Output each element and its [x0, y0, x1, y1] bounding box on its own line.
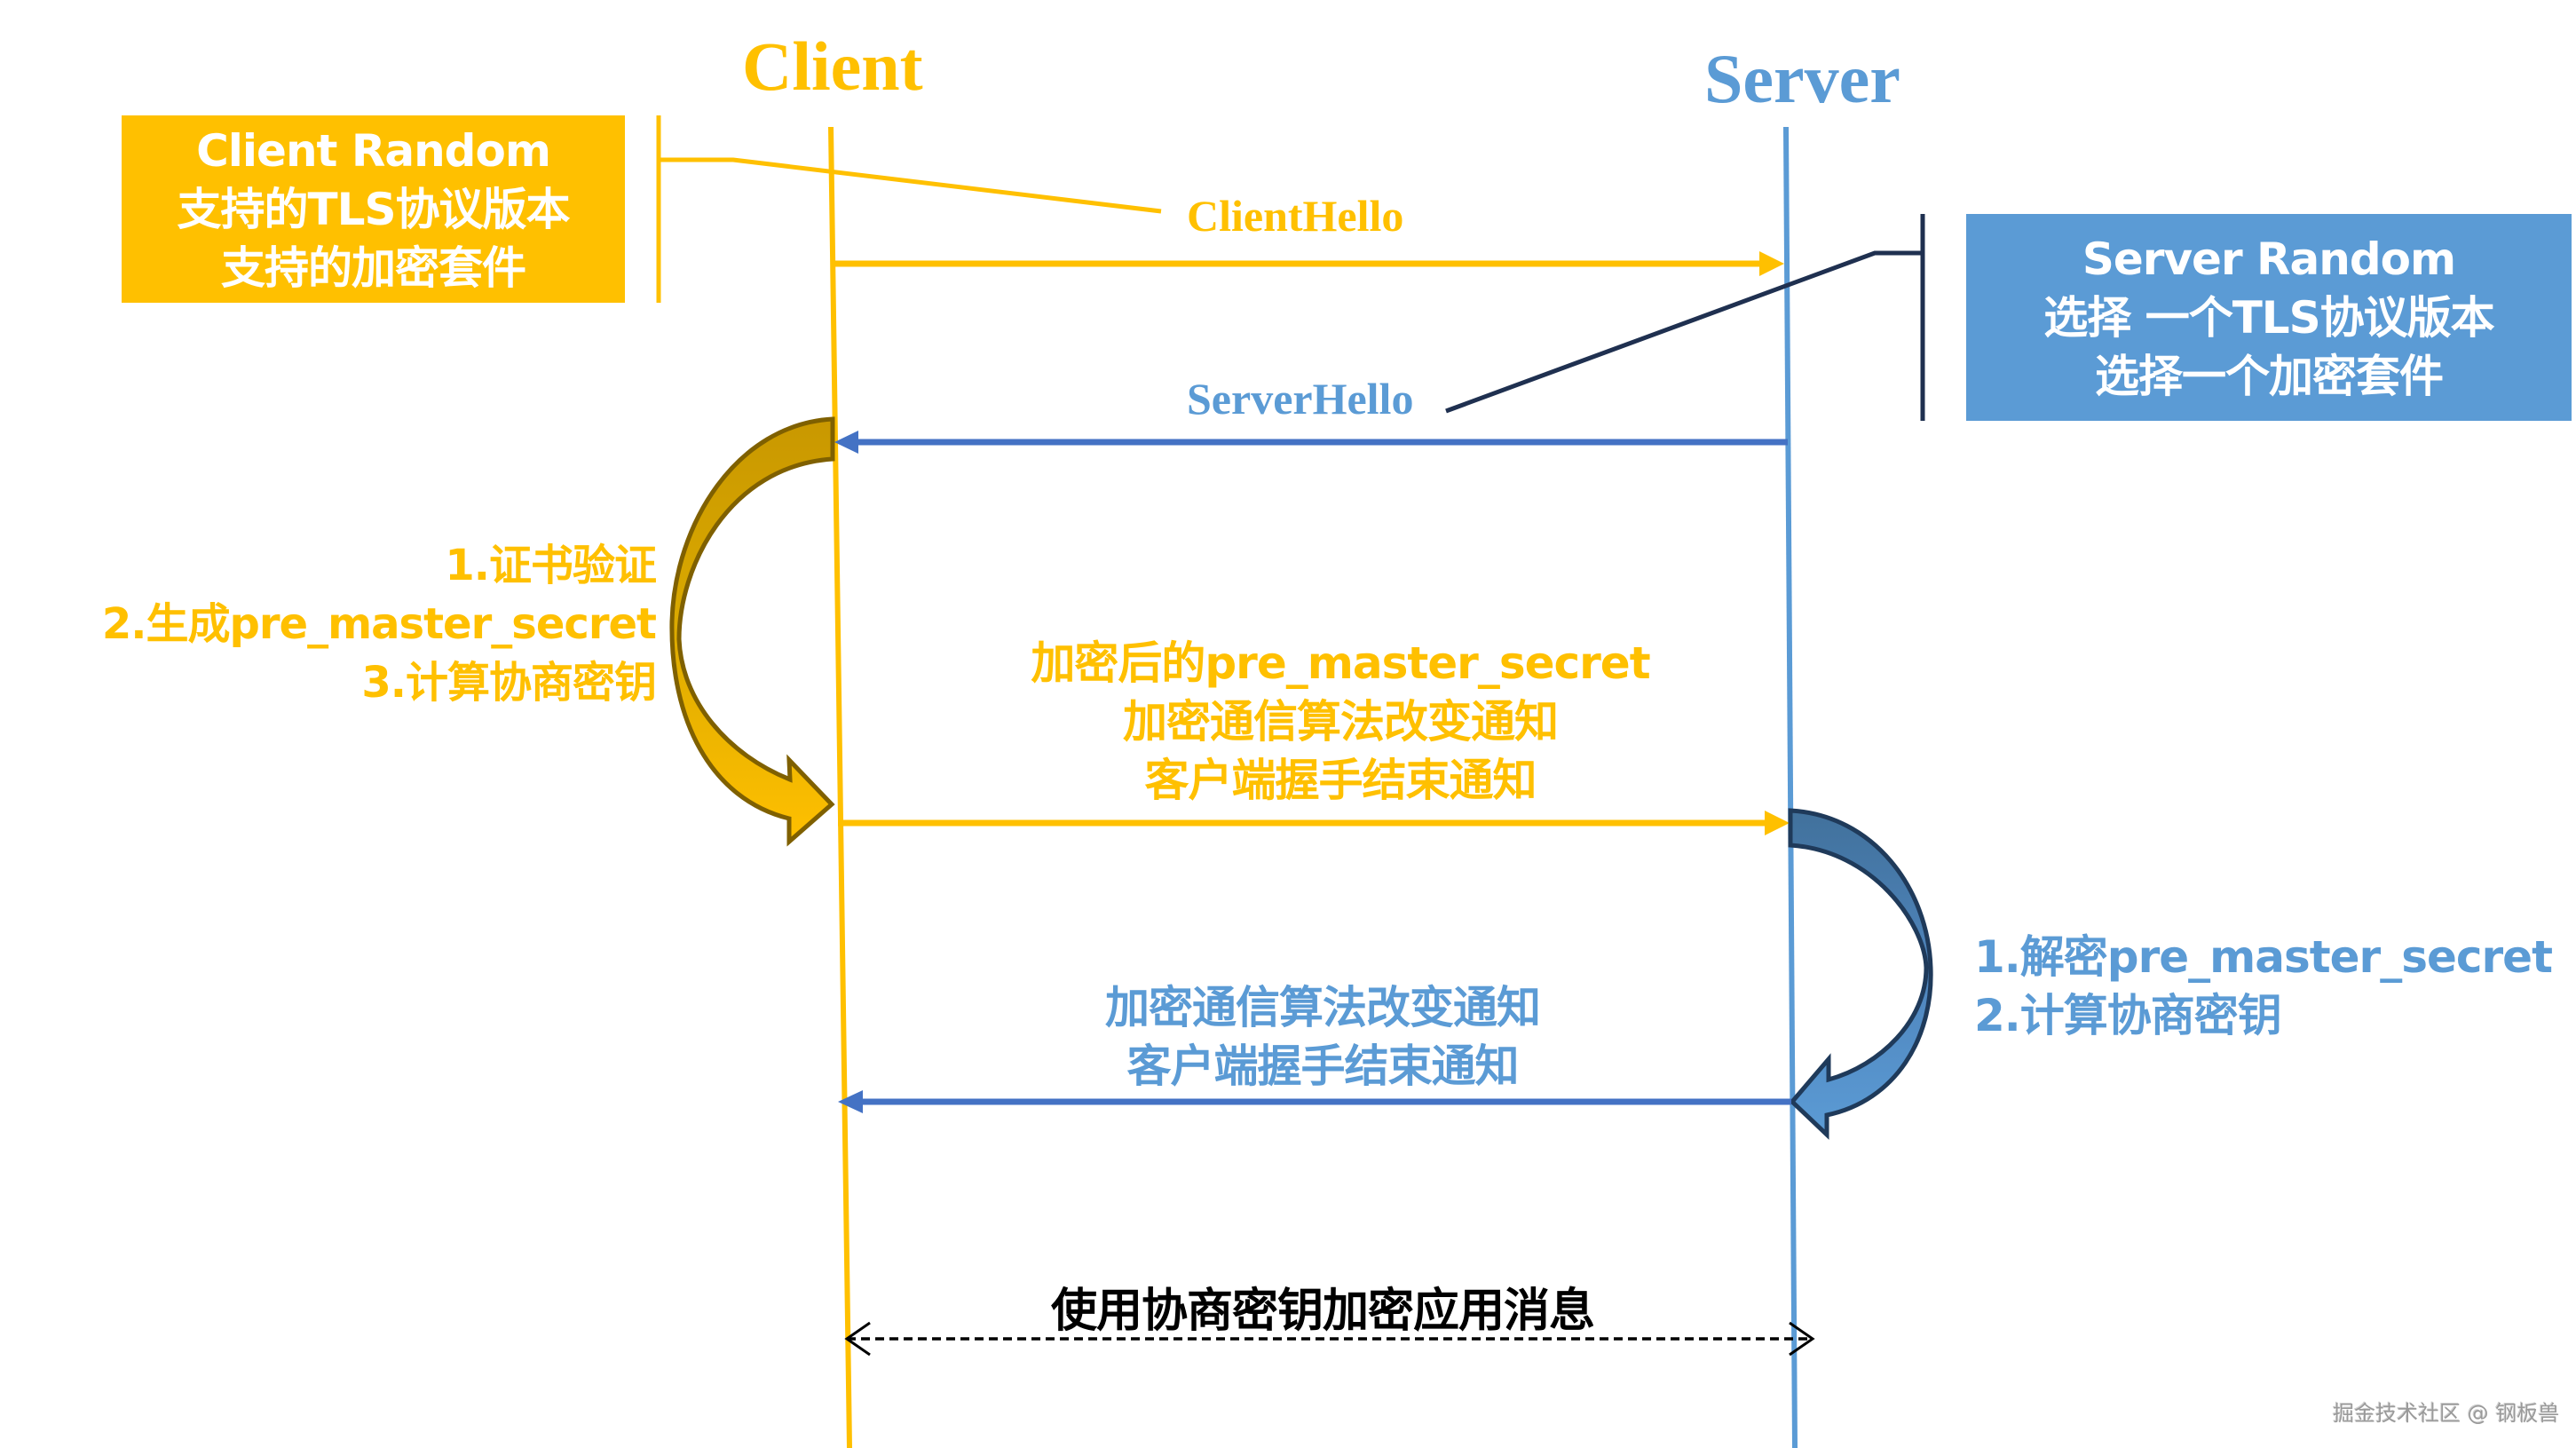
server-finished-line: 加密通信算法改变通知: [1105, 982, 1541, 1033]
client-step: 2.生成pre_master_secret: [101, 599, 657, 649]
client-box-line: 支持的TLS协议版本: [177, 183, 571, 235]
server-box-line: 选择一个加密套件: [2095, 350, 2444, 402]
application-data-arrow: [844, 1321, 1815, 1357]
server-lifeline: [1783, 126, 1798, 1448]
client-hello-arrow: [833, 251, 1784, 276]
client-steps: 1.证书验证 2.生成pre_master_secret 3.计算协商密钥: [101, 536, 657, 712]
client-lifeline: [828, 126, 852, 1448]
client-step: 3.计算协商密钥: [361, 658, 657, 708]
server-step: 1.解密pre_master_secret: [1974, 931, 2553, 983]
pre-master-line: 加密通信算法改变通知: [1123, 696, 1559, 748]
client-box-line: Client Random: [196, 124, 551, 177]
server-title: Server: [1704, 40, 1900, 117]
client-step: 1.证书验证: [445, 541, 657, 590]
client-title: Client: [742, 28, 923, 105]
client-process-curve-arrow: [669, 416, 835, 847]
server-finished-arrow: [838, 1090, 1791, 1113]
server-callout-leader: [1445, 250, 1923, 414]
server-random-box: Server Random 选择 一个TLS协议版本 选择一个加密套件: [1966, 214, 2572, 421]
server-finished-line: 客户端握手结束通知: [1126, 1041, 1520, 1092]
watermark: 掘金技术社区 @ 钢板兽: [2333, 1401, 2560, 1426]
client-box-line: 支持的加密套件: [221, 241, 526, 294]
pre-master-label: 加密后的pre_master_secret 加密通信算法改变通知 客户端握手结束…: [950, 634, 1731, 810]
server-box-line: Server Random: [2082, 233, 2456, 285]
client-random-box: Client Random 支持的TLS协议版本 支持的加密套件: [122, 115, 625, 303]
server-hello-label: ServerHello: [1187, 374, 1414, 423]
server-finished-label: 加密通信算法改变通知 客户端握手结束通知: [932, 978, 1713, 1096]
pre-master-line: 加密后的pre_master_secret: [1031, 637, 1650, 689]
server-process-curve-arrow: [1788, 808, 1933, 1140]
application-message-label: 使用协商密钥加密应用消息: [1050, 1285, 1595, 1338]
pre-master-arrow: [838, 811, 1790, 835]
server-box-line: 选择 一个TLS协议版本: [2043, 291, 2494, 344]
pre-master-line: 客户端握手结束通知: [1144, 755, 1537, 806]
client-callout-leader: [659, 157, 1162, 214]
server-steps: 1.解密pre_master_secret 2.计算协商密钥: [1974, 928, 2553, 1045]
server-step: 2.计算协商密钥: [1974, 990, 2282, 1041]
client-hello-label: ClientHello: [1187, 191, 1404, 241]
server-hello-arrow: [834, 431, 1788, 454]
